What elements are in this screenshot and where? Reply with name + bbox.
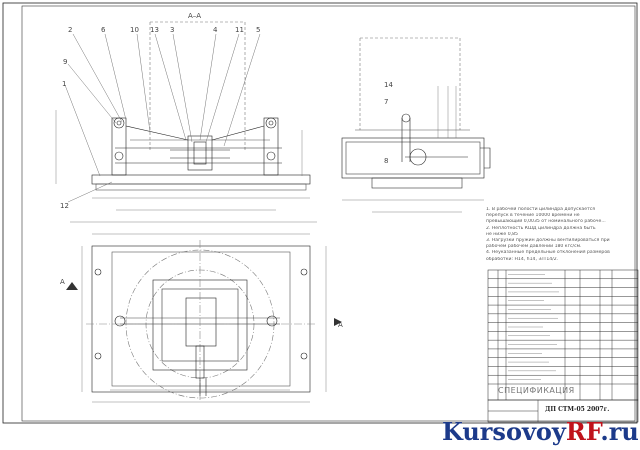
side-pin: [401, 113, 411, 123]
sheet-frame: [2, 2, 638, 424]
technical-notes: 1. В рабочей полости цилиндра допускаетс…: [486, 207, 636, 263]
section-marks: А А: [60, 278, 343, 329]
front-hidden-outline: [149, 21, 246, 150]
side-callouts: 14 7 8: [384, 81, 393, 165]
callout: 13: [150, 26, 159, 34]
arrow-right: [334, 318, 342, 326]
central-clamp: [187, 135, 213, 171]
plan-base: [91, 245, 311, 393]
callout: 6: [101, 26, 106, 34]
right-pin-top: [265, 117, 277, 129]
note-line: не ниже 0,85: [486, 231, 518, 237]
note-line: обработки: H14, h14, ±IT14/2.: [486, 256, 559, 262]
note-line: рабочем рабочем давлении 180 кгс/см.: [486, 244, 582, 250]
side-view: [341, 37, 491, 213]
title-block-lines: [487, 399, 639, 423]
section-label: А–А: [188, 12, 201, 20]
callout: 11: [235, 26, 244, 34]
side-hidden-outline: [359, 37, 461, 130]
callout: 4: [213, 26, 218, 34]
spec-caption: СПЕЦИФИКАЦИЯ: [498, 386, 575, 395]
left-pin-bottom: [114, 151, 124, 161]
right-bracket: [263, 117, 279, 176]
callout: 1: [62, 80, 66, 88]
side-body: [341, 137, 485, 179]
left-pin-top: [113, 117, 125, 129]
note-line: 3. Нагрузки пружин должны вентилироватьс…: [486, 238, 610, 244]
callout: 2: [68, 26, 72, 34]
callout: 3: [170, 26, 174, 34]
front-callouts: 2 6 10 13 3 4 11 5 9 1 12 А–А: [60, 12, 260, 210]
note-line: 1. В рабочей полости цилиндра допускаетс…: [486, 207, 596, 212]
arrow-left: [66, 282, 78, 290]
note-line: 2. Неплотность КШД цилиндра должна быть: [486, 225, 596, 231]
front-view: [55, 21, 317, 223]
watermark-part1: Kursovoy: [442, 417, 566, 446]
callout: 9: [63, 58, 67, 66]
inner-frame: [21, 5, 636, 422]
callout: 12: [60, 202, 69, 210]
callout: 5: [256, 26, 260, 34]
plan-clamp-block: [185, 297, 217, 347]
watermark-part2: RF: [565, 417, 601, 446]
plan-view: [81, 233, 327, 403]
callout: 10: [130, 26, 139, 34]
callout: 8: [384, 157, 388, 165]
callout: 14: [384, 81, 393, 89]
spec-table: [487, 269, 639, 401]
front-base-plate: [91, 174, 311, 185]
section-mark-left: А: [60, 278, 65, 286]
note-line: превышающий 0,0035 от номинального рабоч…: [486, 219, 606, 225]
spec-text-lines: [508, 274, 559, 380]
site-watermark[interactable]: KursovoyRF.ru: [442, 417, 639, 447]
document-code: ДП СТМ-05 2007г.: [545, 406, 610, 413]
left-bracket: [111, 117, 127, 176]
section-mark-right: А: [338, 321, 343, 329]
callout: 7: [384, 98, 388, 106]
note-line: перепуск в течение 10000 времени не: [486, 213, 580, 219]
note-line: 4. Неуказанные предельные отклонения раз…: [486, 250, 610, 256]
right-pin-bottom: [266, 151, 276, 161]
watermark-part3: .ru: [600, 417, 639, 446]
